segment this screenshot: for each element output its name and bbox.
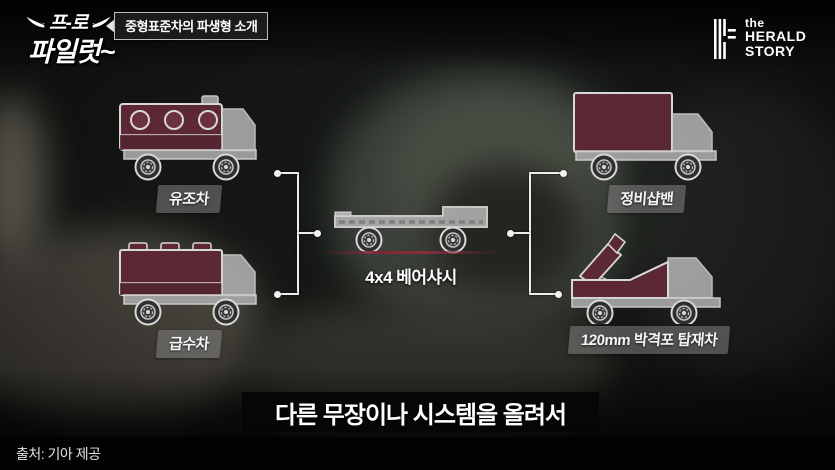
connector-line xyxy=(529,172,563,174)
cab xyxy=(221,254,256,297)
repair-van-illustration xyxy=(572,92,717,181)
show-logo: 프-로 파일럿~ xyxy=(22,8,115,69)
connector-line xyxy=(297,232,317,234)
vehicle-group-water-truck: 급수차 xyxy=(114,233,264,358)
wheel xyxy=(670,299,697,324)
tank-body xyxy=(119,103,223,151)
wheel xyxy=(586,299,613,324)
show-logo-line1: 프-로 xyxy=(49,13,88,34)
tanker-truck-illustration xyxy=(119,95,257,181)
cab xyxy=(221,108,256,152)
connector-line xyxy=(529,293,558,295)
channel-word-herald: HERALD xyxy=(745,28,807,45)
connector-line xyxy=(278,293,299,295)
connector-dot xyxy=(274,290,281,298)
wheel xyxy=(674,153,701,181)
connector-dot xyxy=(560,169,567,177)
connector-dot xyxy=(274,169,281,177)
water-truck-illustration xyxy=(119,242,257,326)
channel-logo: the HERALD STORY xyxy=(714,17,806,61)
wheel xyxy=(590,153,617,181)
bare-chassis-illustration xyxy=(334,206,488,254)
cab xyxy=(666,257,713,299)
connector-line xyxy=(512,232,531,234)
mortar-carrier-illustration xyxy=(570,232,721,324)
van-box xyxy=(572,92,673,153)
wheel xyxy=(212,153,240,181)
source-credit: 출처: 기아 제공 xyxy=(16,446,101,462)
connector-line xyxy=(278,172,299,174)
topic-badge-text: 중형표준차의 파생형 소개 xyxy=(114,12,269,40)
wheel xyxy=(134,298,162,326)
bottom-band: 출처: 기아 제공 xyxy=(0,437,835,470)
wing-icon xyxy=(24,14,45,29)
wheel xyxy=(212,298,240,326)
vehicle-group-chassis: 4x4 베어샤시 xyxy=(330,200,492,288)
accent-red-line xyxy=(326,251,496,254)
channel-word-story: STORY xyxy=(745,42,795,59)
label-repair-van: 정비샵밴 xyxy=(607,185,687,213)
tank-box xyxy=(119,242,223,296)
connector-dot xyxy=(555,290,562,298)
mortar-mount xyxy=(570,232,669,299)
label-water-truck: 급수차 xyxy=(155,330,223,358)
channel-word-the: the xyxy=(745,16,765,30)
topic-badge: 중형표준차의 파생형 소개 xyxy=(106,12,269,40)
connector-dot xyxy=(507,229,514,237)
label-chassis: 4x4 베어샤시 xyxy=(365,268,457,287)
wheel xyxy=(355,226,383,254)
label-tanker: 유조차 xyxy=(155,185,223,213)
connector-dot xyxy=(314,229,321,237)
wheel xyxy=(439,226,467,254)
label-mortar-carrier: 120mm 박격포 탑재차 xyxy=(568,326,731,354)
cab xyxy=(670,113,713,153)
subtitle-caption: 다른 무장이나 시스템을 올려서 xyxy=(242,392,599,432)
vehicle-group-mortar-carrier: 120mm 박격포 탑재차 xyxy=(562,232,737,354)
vehicle-group-repair-van: 정비샵밴 xyxy=(568,87,726,213)
subtitle-text: 다른 무장이나 시스템을 올려서 xyxy=(274,401,567,429)
chassis-frame xyxy=(334,206,488,228)
wheel xyxy=(134,153,162,181)
show-logo-line2: 파일럿~ xyxy=(28,37,115,67)
wing-icon xyxy=(91,14,112,29)
bars-icon xyxy=(714,19,736,59)
arrow-left-icon xyxy=(106,19,115,33)
vehicle-group-tanker: 유조차 xyxy=(114,88,264,213)
